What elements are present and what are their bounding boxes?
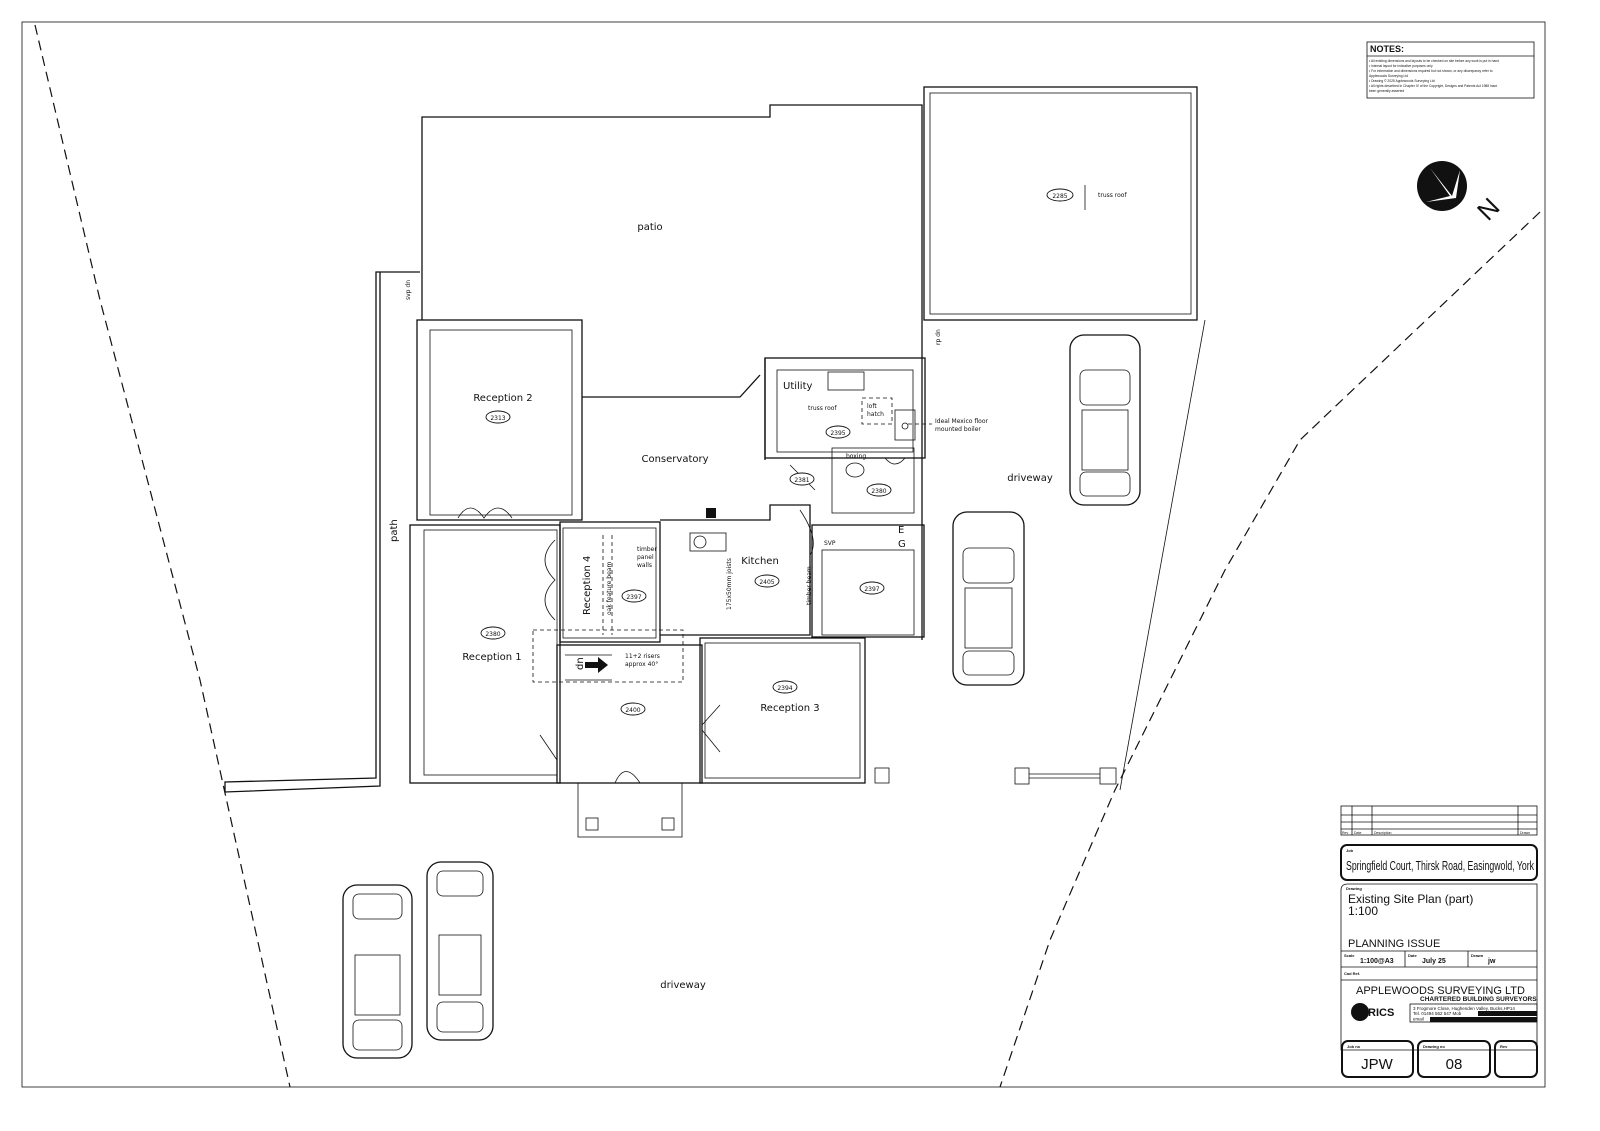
note-timber: timber <box>637 546 657 553</box>
g-label: G <box>898 539 906 550</box>
redaction-bar <box>1478 1011 1537 1016</box>
scale-value: 1:100@A3 <box>1360 958 1394 965</box>
company-address: 3 Frogmore Close, Hughenden Valley, Buck… <box>1413 1006 1515 1011</box>
area-code: 2400 <box>625 707 640 714</box>
cad-ref-label: Cad Ref. <box>1344 971 1360 976</box>
drawing-scale: 1:100 <box>1348 904 1378 918</box>
car-icon <box>1069 334 1141 506</box>
patio-outline <box>421 104 923 320</box>
note-line: • For information and dimensions require… <box>1369 69 1493 73</box>
room-reception-3: Reception 3 <box>760 703 819 714</box>
area-code: 2381 <box>794 477 809 484</box>
boiler-label: Ideal Mexico floor <box>935 418 988 425</box>
garage-area-code: 2285 <box>1052 193 1067 200</box>
path-outline <box>224 271 420 793</box>
note-line: • Drawing © 2025 Applewoods Surveying Lt… <box>1369 79 1435 83</box>
rev-header: Date <box>1354 831 1361 835</box>
note-joists: 175x50mm joists <box>726 558 733 610</box>
rev-header: Drawn <box>1520 831 1530 835</box>
note-timber-beam: timber beam <box>806 566 813 605</box>
company-subtitle: CHARTERED BUILDING SURVEYORS <box>1420 996 1537 1003</box>
date-value: July 25 <box>1422 958 1446 965</box>
rp-dn-label: rp dn <box>935 329 942 345</box>
note-line: • All rights described in Chapter IV of … <box>1369 84 1497 88</box>
drawn-label: Drawn <box>1471 953 1484 958</box>
note-line: Applewoods Surveying Ltd <box>1369 74 1408 78</box>
company-email: email <box>1413 1017 1424 1022</box>
note-timber: panel <box>637 554 654 561</box>
note-line: been generally asserted <box>1369 89 1404 93</box>
rev-header: Rev <box>1342 831 1348 835</box>
truss-roof-label: truss roof <box>808 405 837 412</box>
note-oak-beam: oak feature beam <box>606 562 613 615</box>
notes-title: NOTES: <box>1370 44 1404 54</box>
house-walls <box>409 319 1117 838</box>
title-block: Rev Date Description Drawn Job Springfie… <box>1340 805 1538 1078</box>
area-code: 2397 <box>626 594 641 601</box>
rev-label: Rev <box>1500 1044 1508 1049</box>
company-name: APPLEWOODS SURVEYING LTD <box>1356 985 1525 997</box>
job-no: JPW <box>1361 1056 1394 1073</box>
job-label: Job <box>1346 848 1354 853</box>
drawing-title: Existing Site Plan (part) <box>1348 892 1473 906</box>
room-kitchen: Kitchen <box>741 556 779 567</box>
area-code: 2397 <box>864 586 879 593</box>
room-labels: Reception 2 2313 Conservatory Reception … <box>462 381 1053 991</box>
note-line: • All existing dimensions and layouts to… <box>1369 59 1499 63</box>
driveway-label: driveway <box>1007 473 1053 484</box>
garage: 2285 truss roof rp dn <box>923 86 1198 345</box>
boiler-label: mounted boiler <box>935 426 981 433</box>
room-utility: Utility <box>783 381 812 392</box>
note-timber: walls <box>637 562 652 569</box>
room-reception-4: Reception 4 <box>582 556 593 615</box>
truss-roof-label: truss roof <box>1098 192 1127 199</box>
north-label: N <box>1471 192 1505 226</box>
svp-dn-label: svp dn <box>405 280 412 300</box>
room-reception-2: Reception 2 <box>473 393 532 404</box>
stairs-label: approx 40° <box>625 661 658 668</box>
drawing-no: 08 <box>1446 1056 1463 1073</box>
area-code: 2394 <box>777 685 792 692</box>
stairs-dn-label: dn <box>575 657 586 670</box>
job-no-label: Job no <box>1347 1044 1361 1049</box>
room-reception-1: Reception 1 <box>462 652 521 663</box>
path-label: path <box>389 519 400 542</box>
rev-header: Description <box>1374 831 1392 835</box>
company-tel: Tel. 01494 562 547 Mob <box>1413 1011 1462 1016</box>
issue-status: PLANNING ISSUE <box>1348 938 1440 950</box>
loft-hatch-label: hatch <box>867 411 884 418</box>
area-code: 2405 <box>759 579 774 586</box>
stairs-label: 11+2 risers <box>625 653 660 660</box>
loft-hatch-label: loft <box>867 403 877 410</box>
room-conservatory: Conservatory <box>641 454 708 465</box>
boundary-left <box>34 24 291 1088</box>
drawing-no-label: Drawing no <box>1423 1044 1445 1049</box>
car-icon <box>342 884 413 1059</box>
date-label: Date <box>1408 953 1417 958</box>
boxing-label: boxing <box>846 453 866 460</box>
note-line: • Internal layout for indicative purpose… <box>1369 64 1433 68</box>
rics-logo: RICS <box>1351 1003 1394 1021</box>
boundary-right <box>999 211 1541 1088</box>
car-icon <box>952 511 1025 686</box>
patio-label: patio <box>637 222 662 233</box>
job-title: Springfield Court, Thirsk Road, Easingwo… <box>1346 859 1535 873</box>
notes-box: NOTES: • All existing dimensions and lay… <box>1366 41 1535 99</box>
north-arrow-icon: N <box>1417 161 1506 226</box>
scale-label: Scale <box>1344 953 1355 958</box>
area-code: 2380 <box>485 631 500 638</box>
e-label: E <box>898 525 904 536</box>
area-code: 2380 <box>871 488 886 495</box>
svp-label: SVP <box>824 540 836 547</box>
area-code: 2313 <box>490 415 505 422</box>
driveway-edge <box>1119 319 1206 791</box>
drawing-border <box>21 21 1546 1088</box>
rics-logo-text: RICS <box>1368 1007 1394 1019</box>
drawn-value: jw <box>1487 958 1496 965</box>
area-code: 2395 <box>830 430 845 437</box>
car-icon <box>426 861 494 1041</box>
drawing-label: Drawing <box>1346 886 1362 891</box>
redaction-bar <box>1430 1017 1537 1022</box>
driveway-label: driveway <box>660 980 706 991</box>
